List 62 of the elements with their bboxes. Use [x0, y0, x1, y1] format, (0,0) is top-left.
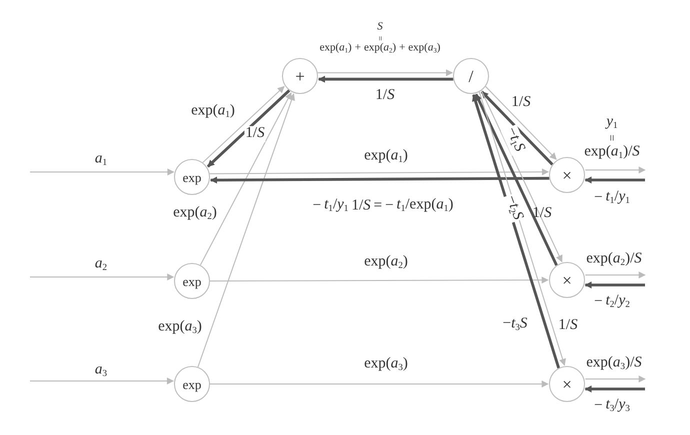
arrow [584, 376, 646, 382]
arrow [584, 176, 645, 184]
edge-label: 1/S [510, 95, 532, 111]
arrow [210, 176, 550, 184]
edge-label: − t$_{1}$/y$_{1}$ 1/S = − t$_{1}$/exp(a$_{1}$) [312, 197, 454, 215]
edge-label: exp(a$_{1}$) [190, 103, 236, 121]
operation-node [549, 262, 585, 298]
node-label: + [295, 68, 305, 84]
edge-label: exp(a$_{3}$)/S [585, 355, 643, 373]
node-label: exp [182, 378, 202, 390]
edge-label: 1/S [244, 126, 266, 142]
arrow [197, 93, 295, 368]
arrow [584, 166, 646, 174]
arrow [485, 86, 557, 160]
arrow [584, 272, 646, 278]
arrow [210, 380, 549, 388]
operation-node [174, 366, 210, 402]
edge-label: a$_{1}$ [94, 151, 108, 169]
node-label: × [562, 272, 572, 288]
operation-node [549, 366, 585, 402]
edge-label: − t$_{2}$/y$_{2}$ [593, 293, 631, 311]
node-label: / [468, 68, 474, 84]
edge-label: 1/S [374, 88, 396, 104]
edge-label: − t$_{3}$/y$_{3}$ [593, 397, 631, 415]
node-label: exp [182, 170, 202, 184]
arrow [480, 90, 562, 262]
edge-label: exp(a$_{2}$) [363, 254, 409, 272]
arrow [480, 90, 554, 166]
node-label: exp [182, 274, 202, 288]
operation-node [453, 58, 489, 94]
edge-label: −t$_{3}$S [502, 316, 528, 334]
arrow [584, 386, 645, 392]
arrow [30, 168, 174, 176]
arrow [200, 92, 292, 266]
arrow [30, 378, 174, 384]
edge-label: 1/S [531, 206, 553, 222]
arrow [317, 69, 453, 76]
edge-label: exp(a$_{3}$) [363, 356, 409, 374]
edge-label: exp(a$_{1}$) [363, 148, 409, 166]
node-label: × [562, 166, 572, 184]
edge-label: a$_{2}$ [94, 256, 108, 274]
arrow [318, 76, 454, 83]
arrow [209, 168, 549, 176]
edge-label: − t$_{1}$/y$_{1}$ [593, 189, 631, 207]
arrow [210, 276, 549, 284]
edge-label: a$_{3}$ [94, 362, 108, 380]
edge-label: exp(a$_{2}$)/S [585, 251, 643, 269]
operation-node [549, 157, 585, 193]
edge-label: 1/S [557, 318, 579, 334]
operation-node [174, 263, 210, 299]
arrow [584, 282, 645, 288]
node-label: × [562, 376, 572, 392]
edge-label: exp(a$_{3}$) [157, 319, 203, 337]
arrow [202, 86, 285, 164]
arrow [30, 274, 174, 280]
arrow [474, 94, 558, 266]
operation-node [282, 58, 318, 94]
edge-label: exp(a$_{2}$) [172, 205, 218, 223]
operation-node [174, 159, 210, 195]
edge-label: y$_{1}$ = exp(a$_{1}$)/S [583, 114, 641, 162]
arrow [206, 89, 290, 168]
edge-label: S = exp(a$_{1}$) + exp(a$_{2}$) + exp(a$_{3}$) [318, 22, 442, 54]
